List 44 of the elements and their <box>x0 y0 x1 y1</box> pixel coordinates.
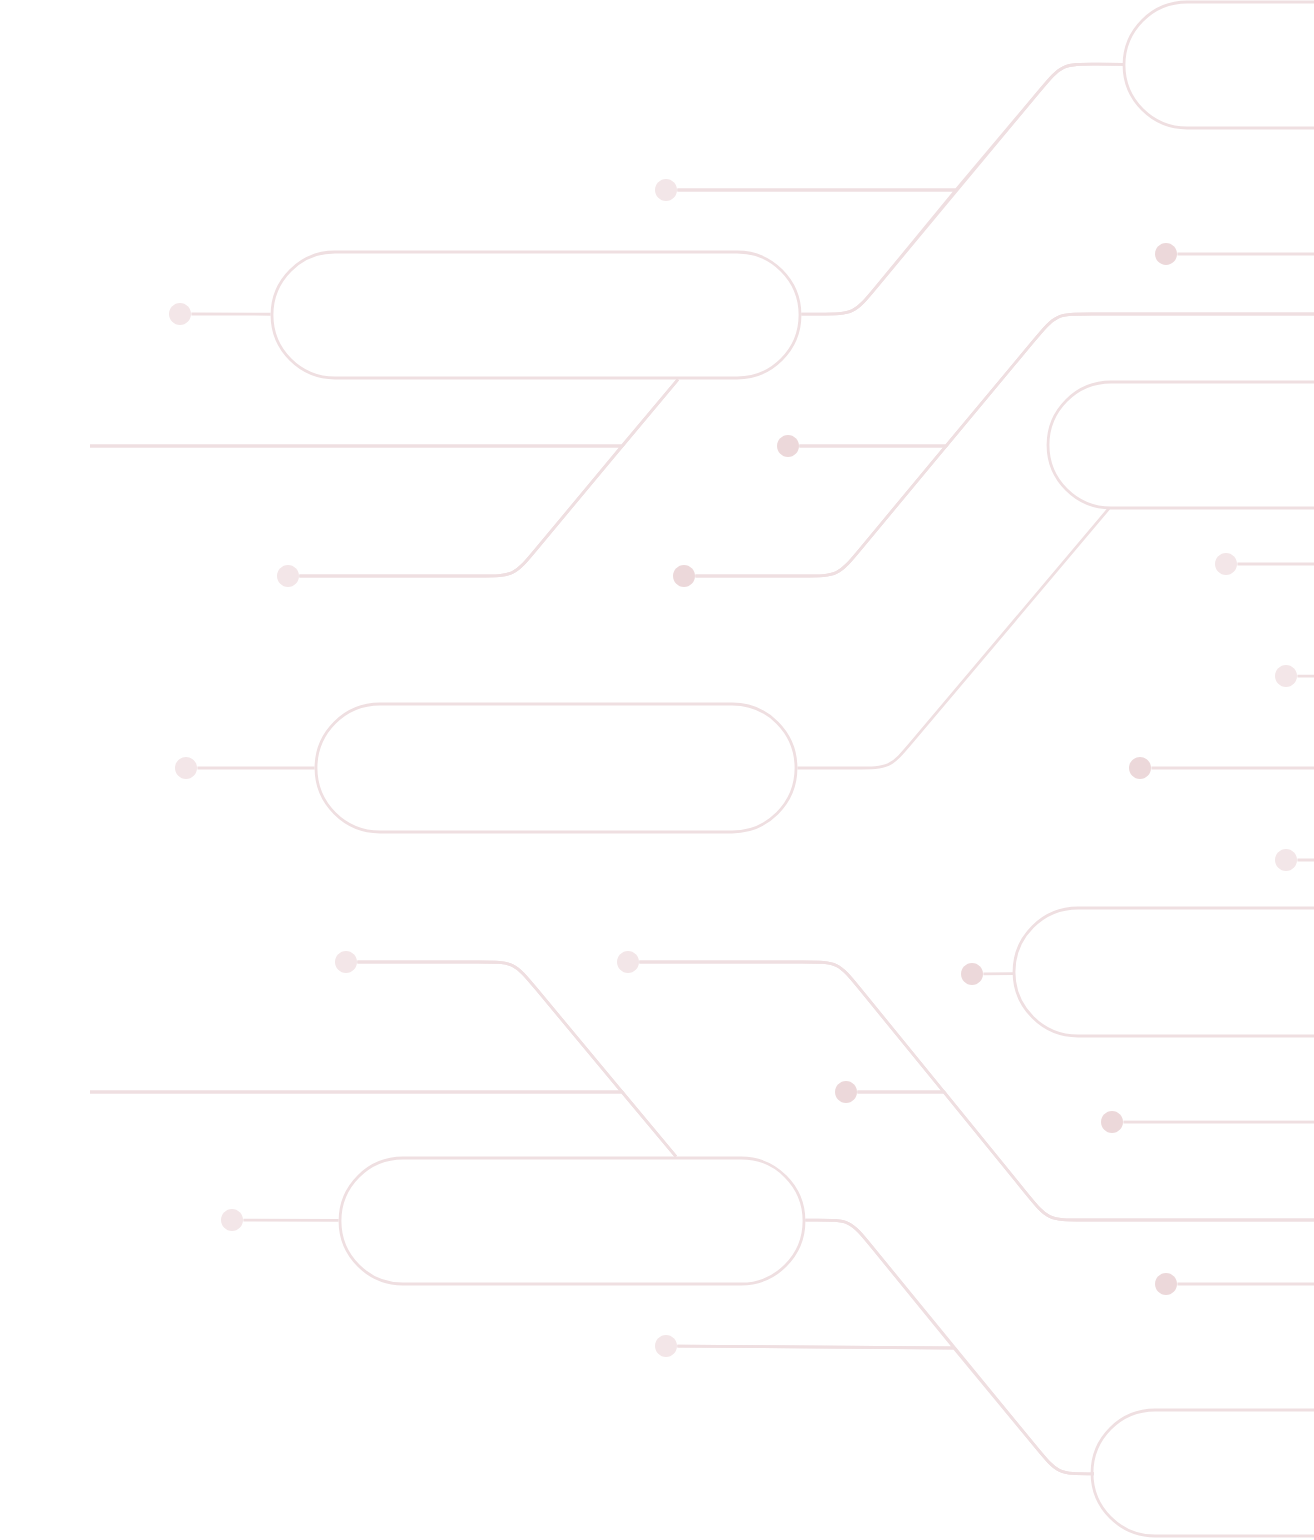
pill-shape <box>270 250 802 380</box>
connector-line <box>90 444 624 578</box>
dot <box>961 963 983 985</box>
dot <box>617 951 639 973</box>
dot <box>1275 849 1297 871</box>
connector-line <box>677 1344 1096 1476</box>
connector-line <box>1123 1120 1314 1124</box>
dot <box>1215 553 1237 575</box>
connector-line <box>1151 766 1314 770</box>
connector-line <box>90 960 624 1094</box>
connector-line <box>695 444 948 578</box>
connector-line <box>243 1218 339 1222</box>
dot <box>1275 665 1297 687</box>
dot <box>673 565 695 587</box>
dot <box>1129 757 1151 779</box>
dot <box>335 951 357 973</box>
connector-line <box>639 960 946 1094</box>
pill-shape <box>1012 906 1314 1038</box>
pill-shape <box>1046 380 1314 510</box>
connector-line <box>1297 858 1314 862</box>
pill-shape <box>1122 0 1314 130</box>
connector-line <box>797 507 1111 770</box>
pill-shape <box>1090 1408 1314 1538</box>
dot <box>221 1209 243 1231</box>
dot <box>1101 1111 1123 1133</box>
dot <box>655 179 677 201</box>
dot <box>1155 243 1177 265</box>
pill-shape <box>314 702 798 834</box>
connector-line <box>983 972 1014 976</box>
dot <box>277 565 299 587</box>
pill-shape <box>338 1156 806 1286</box>
connector-line <box>1177 252 1314 256</box>
dot <box>655 1335 677 1357</box>
dot <box>777 435 799 457</box>
dot <box>175 757 197 779</box>
dot <box>835 1081 857 1103</box>
dot <box>169 303 191 325</box>
connector-line <box>1297 674 1314 678</box>
connector-line <box>191 312 271 316</box>
dot <box>1155 1273 1177 1295</box>
connector-line <box>197 766 315 770</box>
connector-line <box>1177 1282 1314 1286</box>
connector-line <box>1237 562 1314 566</box>
connector-line <box>677 188 958 316</box>
